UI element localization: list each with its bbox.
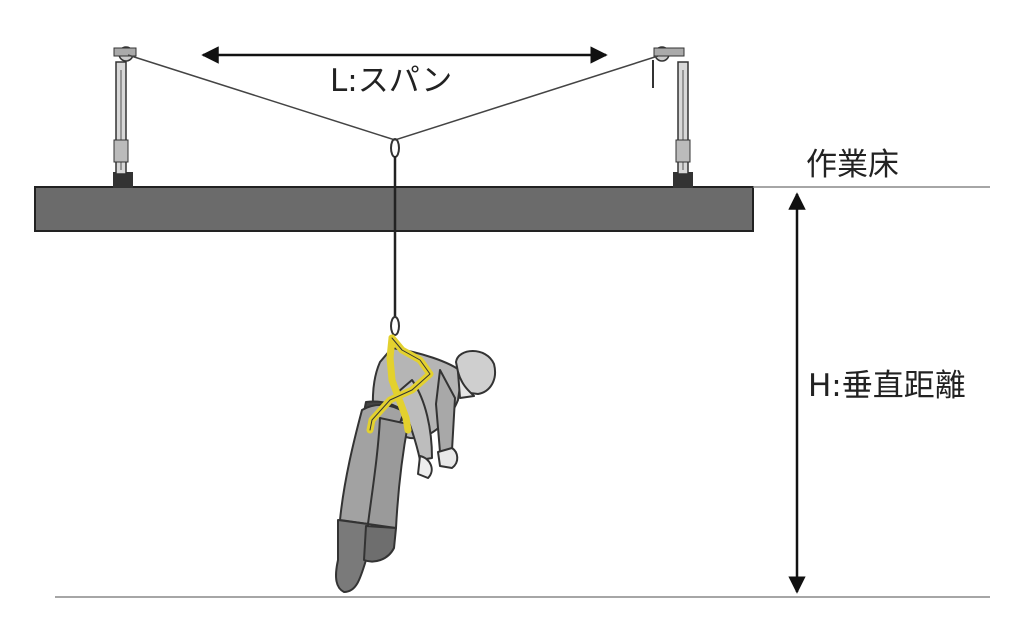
right-anchor-post-icon — [652, 46, 693, 188]
span-label: L:スパン — [330, 63, 453, 99]
lanyard — [390, 138, 400, 336]
left-anchor-post-icon — [113, 46, 137, 188]
fallen-worker-icon — [335, 334, 496, 593]
vertical-distance-label: H:垂直距離 — [808, 368, 966, 404]
working-floor-slab — [34, 186, 990, 232]
working-floor-label: 作業床 — [806, 147, 899, 183]
